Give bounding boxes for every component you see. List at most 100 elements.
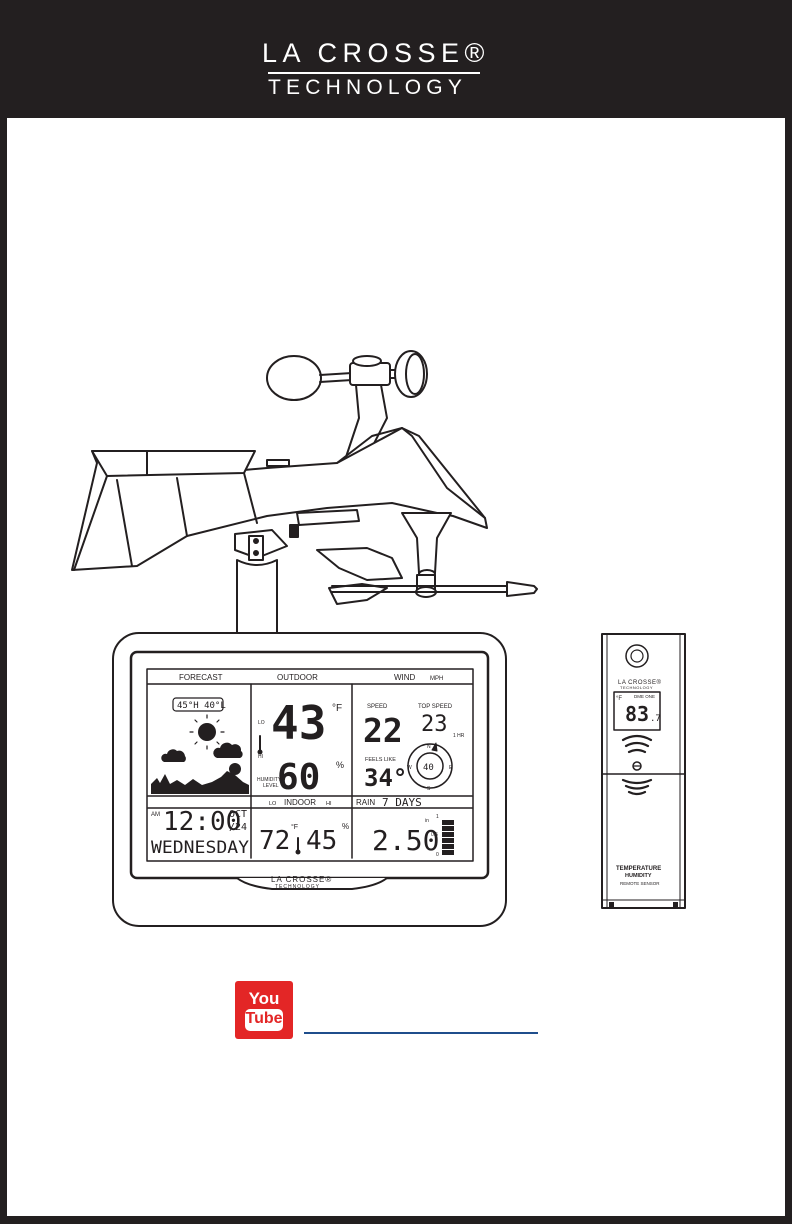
remote-sensor-body — [601, 633, 686, 909]
vane-tower — [401, 512, 452, 574]
humidity-level-label: HUMIDITY — [257, 777, 282, 783]
bezel-brand: LA CROSSE® — [271, 875, 332, 884]
compass-s: S — [427, 786, 431, 792]
rain-period: 7 DAYS — [382, 796, 422, 809]
outdoor-humidity: 60 — [277, 757, 320, 798]
sun-ray-8 — [216, 741, 220, 745]
cloud-icon — [161, 749, 186, 762]
sensor-label-temperature: TEMPERATURE — [616, 866, 661, 872]
brand-divider — [268, 72, 480, 74]
anemometer-arm-left — [319, 372, 353, 376]
rain-bar-5 — [442, 844, 454, 849]
remote-sensor — [601, 633, 686, 909]
sensor-latch — [289, 524, 299, 538]
body-edge-2 — [116, 479, 133, 567]
signal-wave-icon — [621, 734, 653, 742]
sensor-brand: LA CROSSE® — [618, 679, 662, 686]
anemometer-cup-right-inner — [405, 353, 425, 395]
forecast-label: FORECAST — [179, 673, 223, 682]
page: FORECAST OUTDOOR WIND MPH 45°H 40°L 43 °… — [7, 118, 785, 1216]
feels-like-label: FEELS LIKE — [365, 757, 396, 763]
sun-ray-7 — [194, 741, 198, 745]
wind-speed: 22 — [363, 711, 403, 750]
anemometer-arm-left-2 — [319, 379, 353, 383]
wind-label: WIND — [394, 673, 416, 682]
top-speed: 23 — [421, 712, 448, 737]
signal-wave-icon-3 — [627, 748, 647, 754]
sensor-foot — [609, 902, 614, 908]
mount-bolt — [253, 538, 259, 544]
sensor-lcd — [613, 691, 661, 731]
sensor-brand-2: TECHNOLOGY — [620, 685, 653, 690]
rain-bar-3 — [442, 832, 454, 837]
feels-like: 34° — [364, 764, 407, 792]
display-console — [112, 632, 507, 927]
rain-scale-top: 1 — [436, 814, 439, 820]
indoor-humidity: 45 — [306, 826, 337, 856]
sensor-lower — [296, 509, 360, 526]
brand-name: LA CROSSE® — [262, 38, 490, 68]
youtube-label-2: Tube — [245, 1010, 283, 1027]
tree-icon — [229, 763, 241, 775]
forecast-temp-box — [172, 697, 224, 712]
clock-date: /24 — [229, 822, 247, 833]
am-label: AM — [151, 812, 160, 818]
body-edge-4 — [243, 472, 258, 524]
anemometer-cup-right — [394, 350, 428, 398]
wind-vane-pointer — [506, 581, 538, 597]
rain-unit: in — [425, 818, 429, 824]
rain-gauge-funnel — [91, 450, 256, 477]
sensor-foot-2 — [673, 902, 678, 908]
indoor-lo: LO — [269, 801, 277, 807]
percent-sign: % — [336, 760, 344, 770]
indoor-percent: % — [342, 822, 349, 831]
rain-bar-2 — [442, 826, 454, 831]
indoor-temp-unit: °F — [291, 823, 298, 831]
sun-icon — [198, 723, 216, 741]
clock-month: OCT — [229, 809, 247, 820]
youtube-link[interactable] — [304, 1032, 538, 1034]
rain-scale-bottom: 0 — [436, 852, 439, 858]
wind-vane-fin — [316, 547, 403, 581]
brand-subtitle: TECHNOLOGY — [268, 76, 468, 99]
mph-label: MPH — [430, 676, 443, 682]
landscape-icon — [151, 771, 249, 794]
body-ridge-2 — [336, 427, 403, 464]
compass-n: N — [427, 744, 431, 750]
sensor-vent — [625, 644, 649, 668]
speaker-wave-icon — [621, 778, 653, 785]
body-ridge — [401, 427, 486, 519]
hi-label: HI — [258, 754, 263, 760]
anemometer-cup-left — [266, 355, 322, 401]
temp-unit: °F — [332, 703, 342, 714]
rain-bar-6 — [442, 850, 454, 855]
speaker-wave-icon-3 — [627, 790, 647, 796]
youtube-icon[interactable]: You Tube — [235, 981, 293, 1039]
compass-pointer — [431, 742, 438, 752]
humidity-level-label-2: LEVEL — [263, 783, 279, 789]
compass-inner — [416, 752, 444, 780]
sun-ray-5 — [194, 719, 198, 723]
thermometer-bulb-indoor — [295, 849, 301, 855]
mount-bolt-2 — [253, 550, 259, 556]
speaker-wave-icon-2 — [624, 784, 650, 790]
anemometer-cap — [352, 355, 382, 367]
compass-ring — [407, 743, 453, 789]
indoor-temp: 72 — [259, 826, 290, 856]
sensor-label-remote: REMOTE SENSOR — [620, 881, 660, 886]
compass-w: W — [407, 765, 412, 771]
clock-day: WEDNESDAY — [151, 838, 249, 858]
wind-vane-fin-lower — [328, 583, 388, 605]
rain-scale-mid: 0.5 — [431, 832, 438, 838]
sensor-reading: 83 — [625, 702, 649, 726]
body-edge — [73, 475, 108, 571]
sensor-label-humidity: HUMIDITY — [625, 873, 652, 879]
rain-bar-4 — [442, 838, 454, 843]
forecast-temps: 45°H 40°L — [177, 701, 226, 711]
youtube-badge: Tube — [245, 1009, 283, 1031]
mounting-pole — [236, 559, 278, 634]
outdoor-label: OUTDOOR — [277, 673, 318, 682]
signal-wave-icon-2 — [624, 741, 650, 748]
clock-time: 12:00 — [163, 807, 241, 837]
sensor-unit: °F — [616, 696, 622, 702]
